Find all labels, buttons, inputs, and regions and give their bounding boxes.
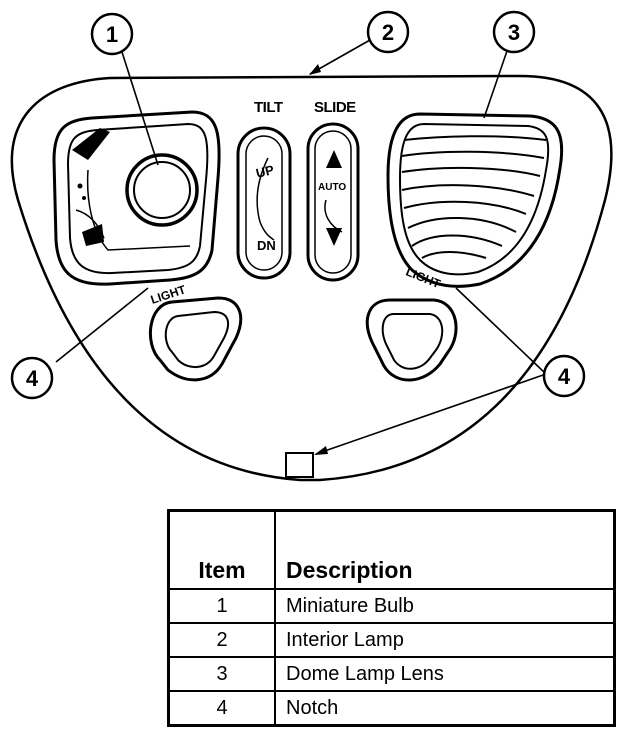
table-row: 2 Interior Lamp [167,622,616,658]
slide-label: SLIDE [314,99,356,116]
leader-lines [55,39,547,455]
dome-lamp-lens [386,112,564,288]
tilt-label: TILT [254,99,283,116]
legend-item-number: 1 [167,588,276,624]
callout-2: 2 [366,10,410,54]
callout-3: 3 [492,10,536,54]
callout-number: 4 [558,364,571,389]
left-lamp-lens [52,110,221,286]
callout-number: 2 [382,20,394,45]
callout-4-left: 4 [10,356,54,400]
miniature-bulb [133,161,191,219]
leader-arrowhead [314,446,328,455]
legend-item-description: Dome Lamp Lens [274,656,616,692]
legend-item-description: Notch [274,690,616,727]
slide-auto-label: AUTO [318,182,346,193]
table-row: 1 Miniature Bulb [167,588,616,624]
table-row: 3 Dome Lamp Lens [167,656,616,692]
legend-table: Item Description 1 Miniature Bulb 2 Inte… [167,509,616,727]
interior-lamp-diagram: TILT SLIDE UP DN AUTO LIGHT LIGHT 1 2 3 … [10,10,613,482]
callout-1: 1 [90,12,134,56]
legend-item-number: 3 [167,656,276,692]
table-row: 4 Notch [167,690,616,727]
left-light-button [148,296,243,382]
legend-item-number: 2 [167,622,276,658]
callout-number: 3 [508,20,520,45]
legend-item-number: 4 [167,690,276,727]
leader-arrowhead [309,64,321,75]
legend-header-item: Item [167,509,276,590]
callout-number: 1 [106,22,118,47]
slide-down-arrow [326,228,342,246]
legend-item-description: Miniature Bulb [274,588,616,624]
tilt-up-label: UP [254,162,275,181]
legend-item-description: Interior Lamp [274,622,616,658]
right-light-button [365,298,458,382]
callout-4-right: 4 [542,354,586,398]
tilt-dn-label: DN [257,238,276,253]
callout-number: 4 [26,366,39,391]
legend-header-row: Item Description [167,509,616,590]
bottom-notch [285,452,314,478]
tilt-switch [236,126,292,280]
slide-up-arrow [326,150,342,168]
slide-switch [306,122,360,282]
legend-header-description: Description [274,509,616,590]
